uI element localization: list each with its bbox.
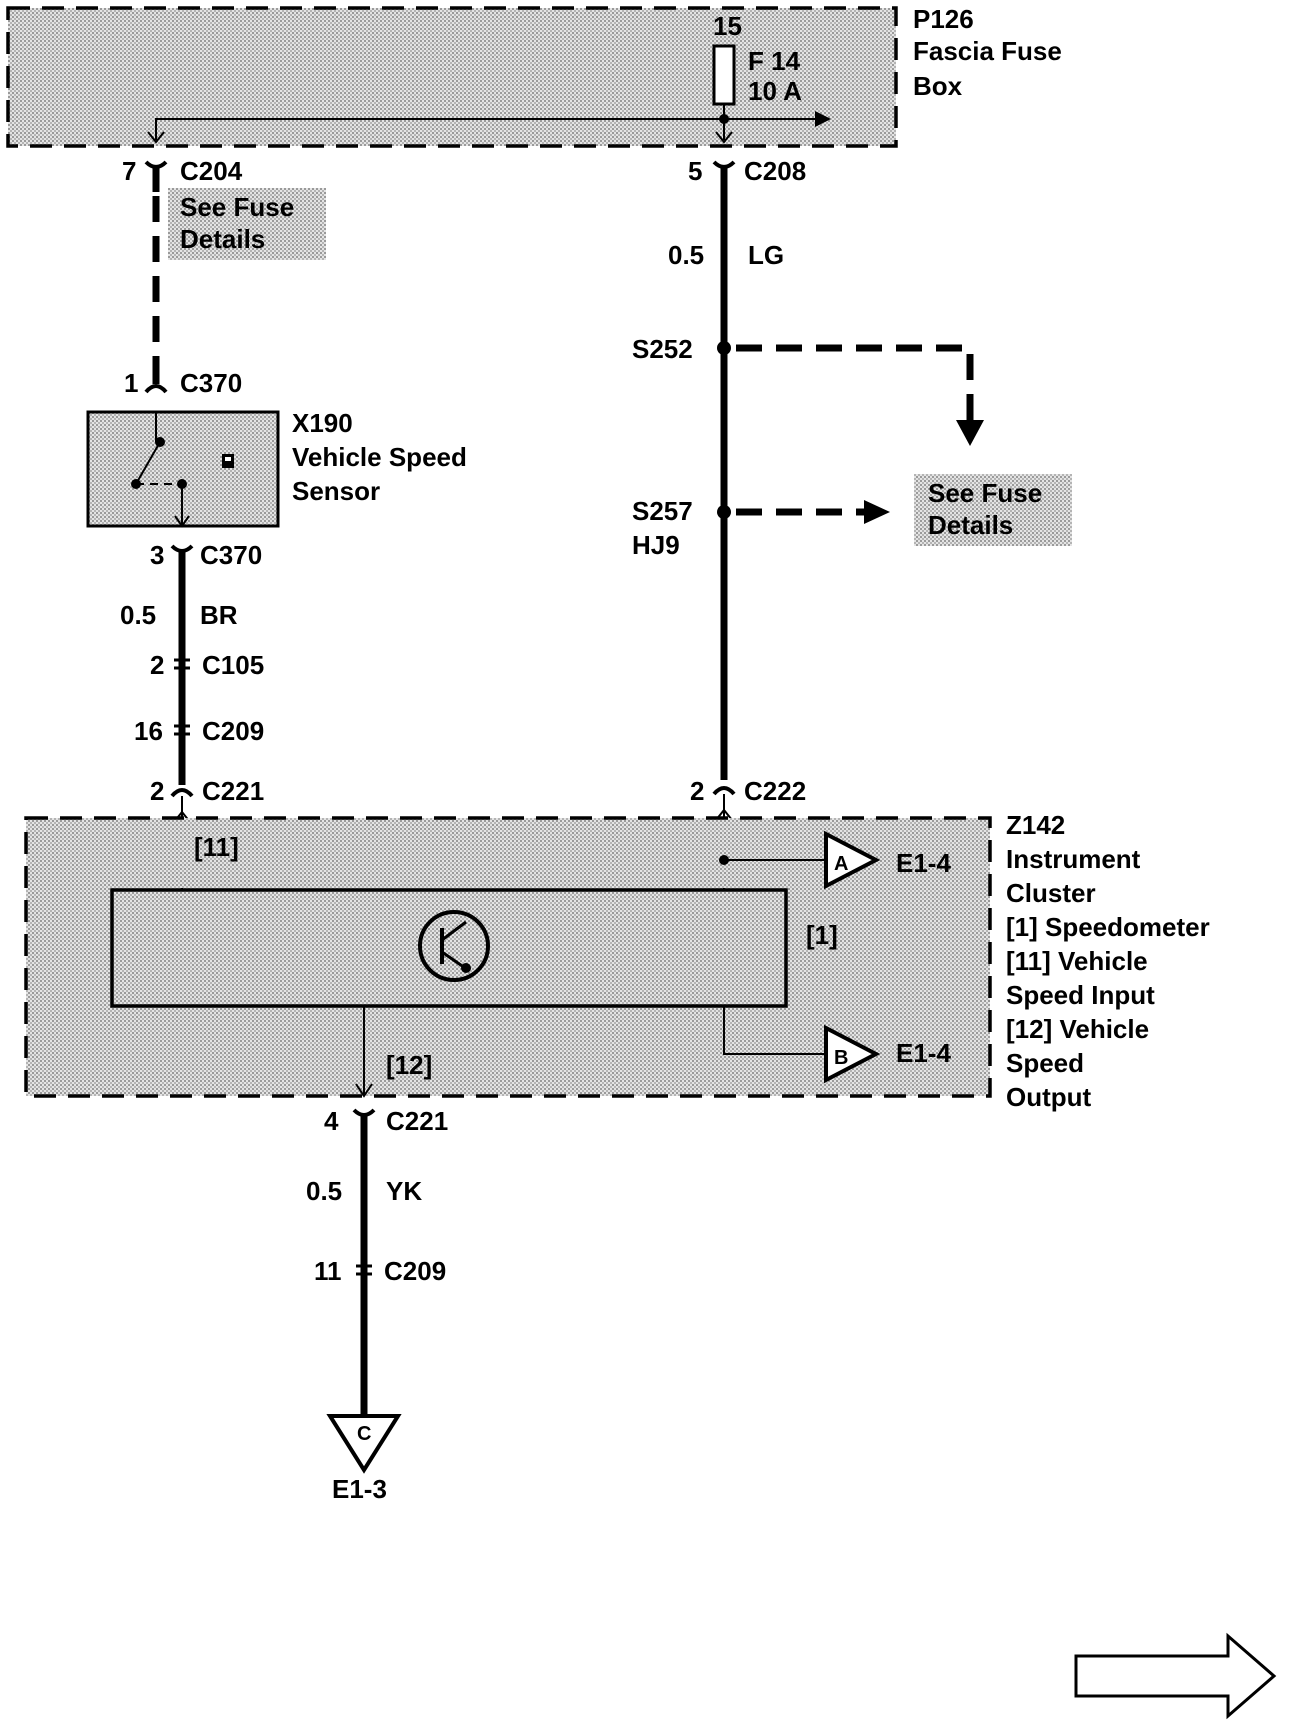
speedometer-block <box>110 888 788 1008</box>
cluster-legend-11b: Speed Input <box>1006 980 1155 1010</box>
c222-pin: 2 <box>690 776 704 806</box>
sensor-name-1: Vehicle Speed <box>292 442 467 472</box>
c204-pin: 7 <box>122 156 136 186</box>
fuse-f14-symbol <box>712 44 736 106</box>
offpage-ref-c-icon <box>326 1414 402 1474</box>
c209-out-pin: 11 <box>314 1256 342 1286</box>
see-fuse-details-box-left <box>168 188 326 260</box>
tag-12: [12] <box>386 1050 432 1080</box>
ref-b-letter: B <box>834 1047 848 1069</box>
instrument-cluster-z142 <box>24 816 992 1098</box>
s257-option: HJ9 <box>632 530 680 560</box>
see-fuse-right-2: Details <box>928 510 1013 540</box>
cluster-legend-11a: [11] Vehicle <box>1006 946 1148 976</box>
ref-b-page[interactable]: E1-4 <box>896 1038 951 1068</box>
s257-arrow-icon <box>864 500 890 524</box>
right-wire-size: 0.5 <box>668 240 704 270</box>
splice-s257 <box>717 505 731 519</box>
left-circuit: 7 C204 See Fuse Details 1 C370 <box>122 156 326 398</box>
c105-label: C105 <box>202 650 264 680</box>
vehicle-speed-sensor-x190 <box>86 410 280 528</box>
s252-arrow-icon <box>956 420 984 446</box>
cluster-name-2: Cluster <box>1006 878 1096 908</box>
fuse-box-id: P126 <box>913 4 974 34</box>
tag-11: [11] <box>194 832 239 862</box>
c370-bot-label: C370 <box>200 540 262 570</box>
see-fuse-left-1: See Fuse <box>180 192 294 222</box>
c208-label: C208 <box>744 156 806 186</box>
right-wire-color: LG <box>748 240 784 270</box>
fuse-box-name-2: Box <box>913 71 963 101</box>
s257-label: S257 <box>632 496 693 526</box>
c222-label: C222 <box>744 776 806 806</box>
ref-a-letter: A <box>834 853 848 875</box>
output-wire-size: 0.5 <box>306 1176 342 1206</box>
cluster-legend-12b: Speed <box>1006 1048 1084 1078</box>
ref-c-letter: C <box>357 1423 371 1445</box>
ref-c-page[interactable]: E1-3 <box>332 1474 387 1504</box>
c208-pin: 5 <box>688 156 702 186</box>
c209-out-label: C209 <box>384 1256 446 1286</box>
offpage-ref-a-icon <box>824 830 881 890</box>
sensor-id: X190 <box>292 408 353 438</box>
c221-bot-pin: 4 <box>324 1106 339 1136</box>
c221-top-label: C221 <box>202 776 264 806</box>
output-circuit <box>326 1108 402 1474</box>
fuse-id: F 14 <box>748 46 801 76</box>
cluster-legend-12c: Output <box>1006 1082 1092 1112</box>
fuse-box-p126: 15 F 14 10 A <box>6 6 898 148</box>
c370-bot-pin: 3 <box>150 540 164 570</box>
fuse-pin-15: 15 <box>713 11 742 41</box>
splice-s252 <box>717 341 731 355</box>
fuse-rating: 10 A <box>748 76 802 106</box>
right-arrow-icon[interactable] <box>1074 1632 1277 1720</box>
fuse-box-name-1: Fascia Fuse <box>913 36 1062 66</box>
tag-1: [1] <box>806 920 838 950</box>
output-wire-color: YK <box>386 1176 422 1206</box>
c370-top-pin: 1 <box>124 368 138 398</box>
c204-label: C204 <box>180 156 243 186</box>
ref-a-page[interactable]: E1-4 <box>896 848 951 878</box>
see-fuse-right-1: See Fuse <box>928 478 1042 508</box>
see-fuse-details-box-right <box>914 474 1072 546</box>
bus-arrow-icon <box>815 111 831 127</box>
c105-pin: 2 <box>150 650 164 680</box>
offpage-ref-b-icon <box>824 1024 881 1084</box>
cluster-id: Z142 <box>1006 810 1065 840</box>
c209-left-pin: 16 <box>134 716 163 746</box>
left-wire-color: BR <box>200 600 238 630</box>
s252-label: S252 <box>632 334 693 364</box>
c221-bot-label: C221 <box>386 1106 448 1136</box>
cluster-name-1: Instrument <box>1006 844 1141 874</box>
cluster-legend-12a: [12] Vehicle <box>1006 1014 1149 1044</box>
cluster-legend-1: [1] Speedometer <box>1006 912 1210 942</box>
left-wire-size: 0.5 <box>120 600 156 630</box>
sensor-name-2: Sensor <box>292 476 380 506</box>
c209-left-label: C209 <box>202 716 264 746</box>
c370-top-label: C370 <box>180 368 242 398</box>
see-fuse-left-2: Details <box>180 224 265 254</box>
c221-top-pin: 2 <box>150 776 164 806</box>
transistor-icon <box>418 910 490 982</box>
